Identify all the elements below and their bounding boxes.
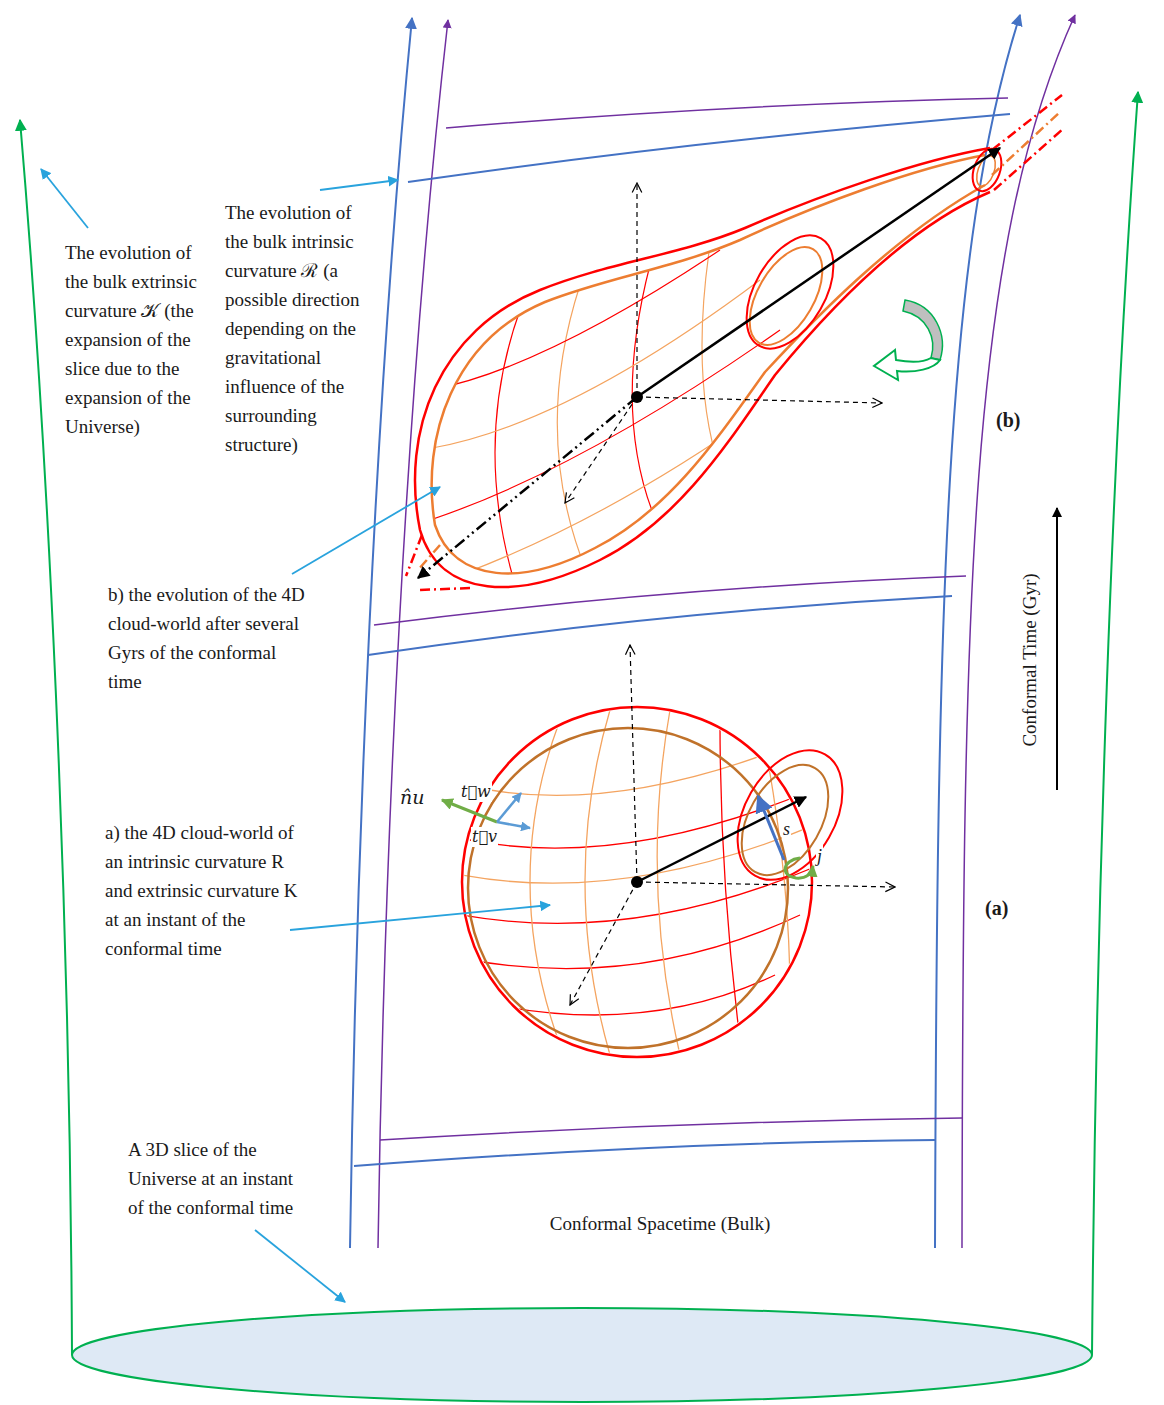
cap-outline (716, 732, 864, 898)
size-vector (758, 796, 784, 860)
axis-arrow (565, 397, 637, 503)
panel-label: (b) (996, 408, 1040, 432)
time-slice (368, 596, 952, 655)
extension-line (992, 112, 1060, 175)
extension-line (418, 545, 440, 570)
leader-line (320, 180, 398, 190)
intrinsic-evolution-line (350, 18, 412, 1248)
latitude-line (462, 868, 812, 923)
rotation-band (903, 300, 942, 360)
annotation-text: The evolution of the bulk extrinsic curv… (65, 238, 215, 441)
latitude-line (470, 915, 800, 969)
time-arrow (1056, 508, 1058, 790)
intrinsic-evolution-line (962, 15, 1075, 1248)
intrinsic-evolution-line (935, 15, 1020, 1248)
annotation-text: A 3D slice of the Universe at an instant… (128, 1135, 303, 1222)
time-slice (446, 98, 1008, 128)
sphere-outline (462, 707, 812, 1057)
rotation-arrow (874, 350, 940, 380)
vector-label: j (816, 845, 823, 867)
extension-line (994, 128, 1064, 190)
grid-line (420, 280, 760, 450)
normal-vector (442, 800, 497, 822)
direction-arrow (418, 397, 637, 578)
axis-arrow (637, 882, 895, 887)
sphere-outline (468, 728, 788, 1048)
annotation-text: b) the evolution of the 4D cloud-world a… (108, 580, 308, 696)
time-slice (380, 1118, 962, 1140)
cloud-world-sphere (442, 645, 895, 1057)
axis-arrow (637, 397, 882, 403)
annotation-text: a) the 4D cloud-world of an intrinsic cu… (105, 818, 305, 963)
extrinsic-evolution-line (1092, 92, 1138, 1355)
cross-section (967, 145, 1006, 195)
annotation-text: The evolution of the bulk intrinsic curv… (225, 198, 375, 459)
leader-line (290, 905, 550, 930)
extrinsic-evolution-line (20, 120, 72, 1355)
spin-arrow (785, 858, 813, 878)
center-dot (631, 391, 643, 403)
leader-line (292, 487, 440, 574)
axis-arrow (630, 645, 637, 882)
vector-label: t⃗w (460, 782, 492, 802)
direction-arrow (637, 797, 806, 882)
cap-outline (724, 750, 846, 890)
caption-text: Conformal Spacetime (Bulk) (520, 1212, 800, 1236)
vector-label: t⃗v (471, 827, 498, 847)
axis-arrow (570, 882, 637, 1005)
grid-line (460, 390, 790, 575)
leader-line (255, 1230, 345, 1302)
grid-line (557, 285, 590, 580)
leader-line (41, 169, 88, 228)
universe-slice (72, 1308, 1092, 1402)
extension-line (406, 535, 422, 576)
vector-label: s (782, 818, 791, 840)
extension-line (420, 588, 470, 590)
direction-arrow (637, 148, 1000, 397)
axis-label: Conformal Time (Gyr) (1018, 535, 1042, 785)
vector-label: n̂u (399, 786, 425, 808)
meridian-line (530, 720, 560, 1045)
intrinsic-evolution-line (378, 20, 448, 1248)
evolved-cloud-world (406, 95, 1064, 600)
cloud-outline (432, 155, 985, 573)
center-dot (631, 876, 643, 888)
time-slice (354, 1140, 936, 1166)
tangent-vector (497, 793, 521, 822)
axis-arrow (636, 183, 637, 397)
tangent-vector (497, 822, 530, 828)
meridian-line (585, 710, 610, 1055)
latitude-line (490, 745, 790, 795)
panel-label: (a) (985, 896, 1029, 920)
